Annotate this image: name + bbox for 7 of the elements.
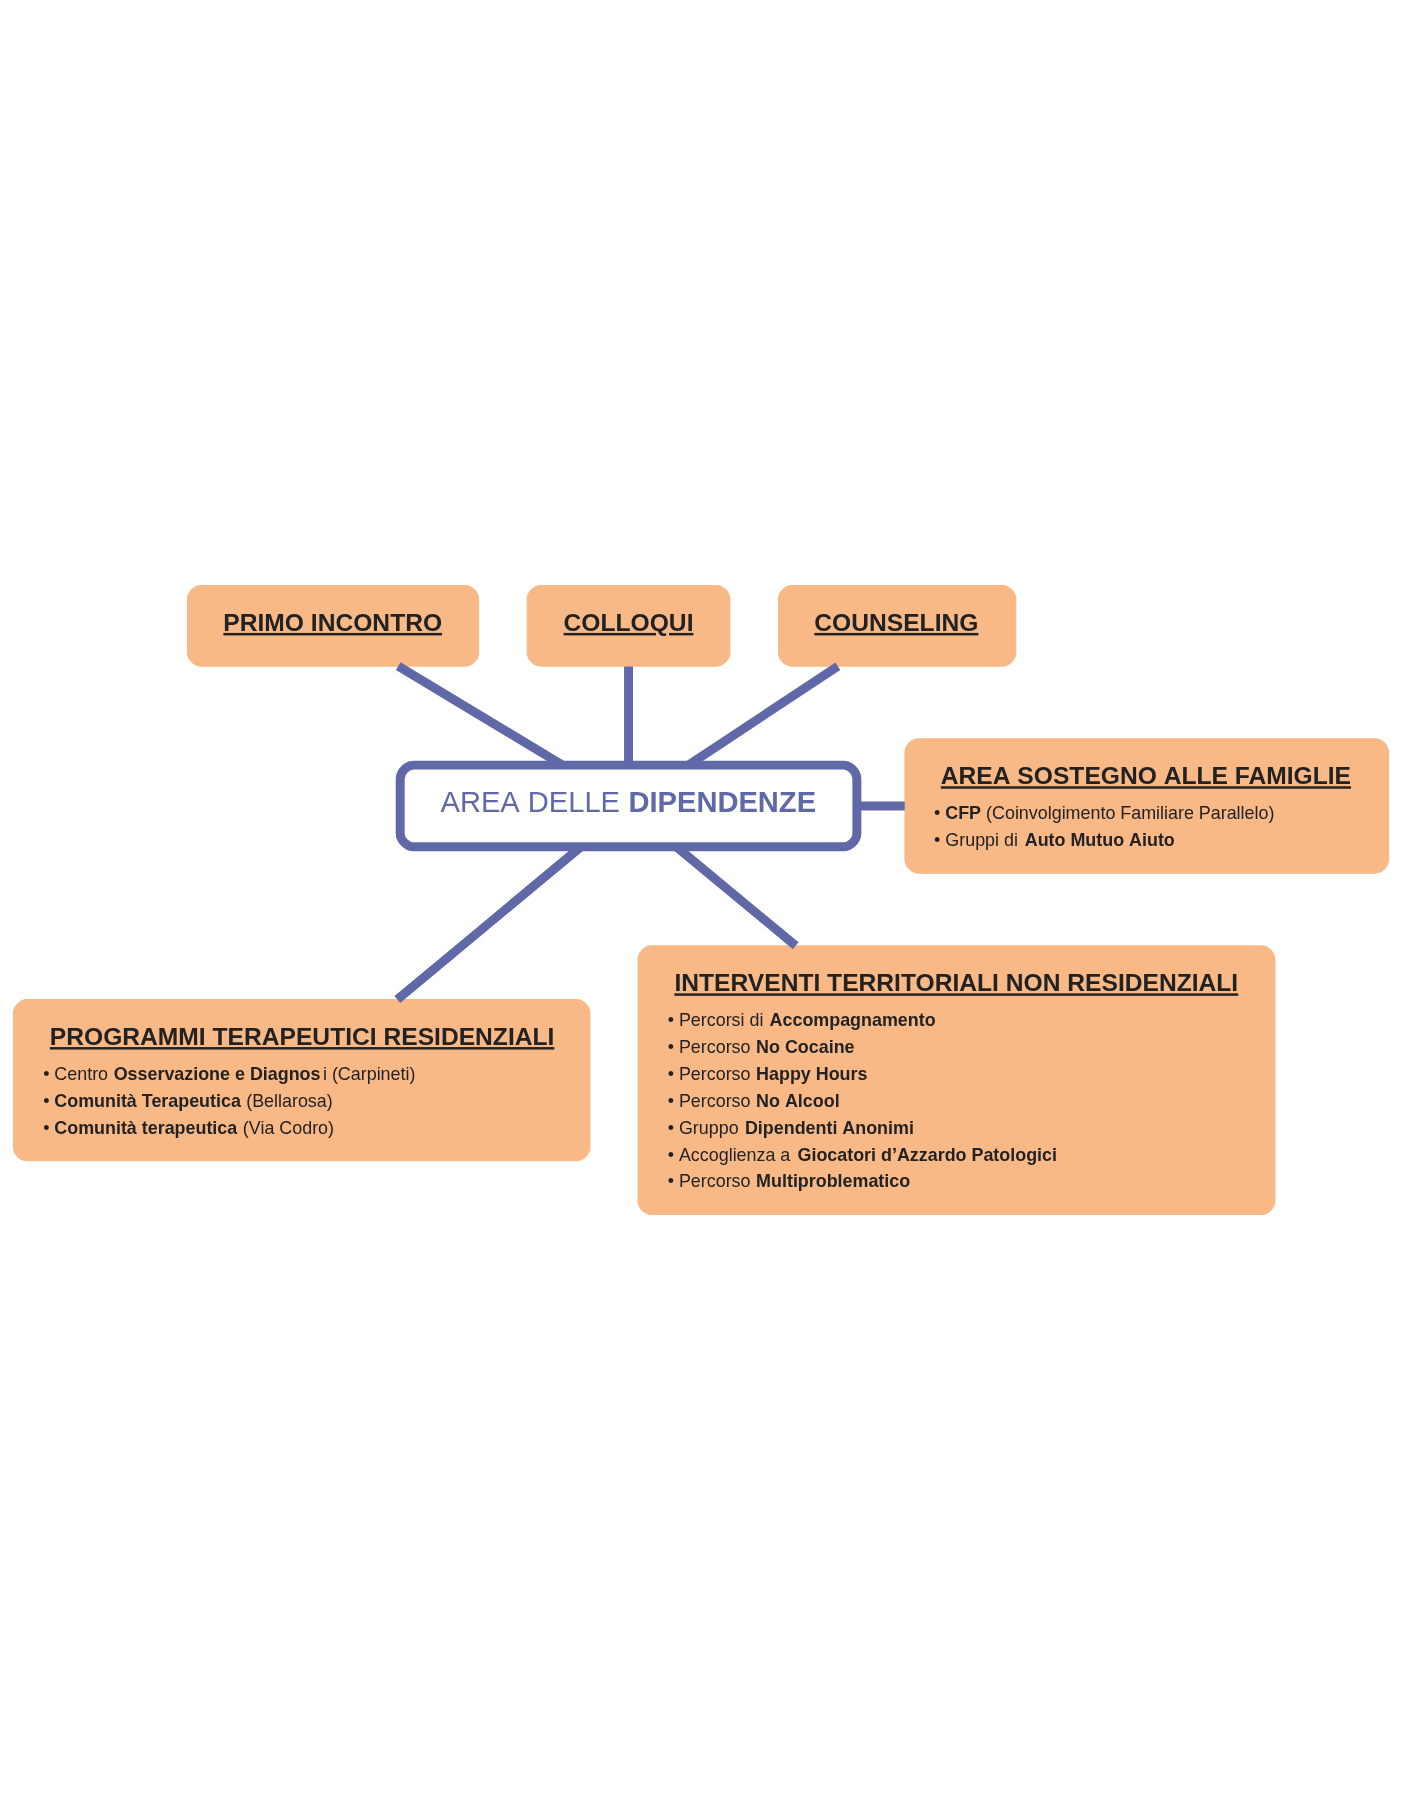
node-box: COLLOQUI <box>526 584 730 667</box>
node-box: AREA SOSTEGNO ALLE FAMIGLIE • CFP (Coinvolgimento Familiare Parallelo) • Gruppi di Auto Mutuo Aiuto <box>903 738 1389 874</box>
node-box: COUNSELING <box>777 584 1016 667</box>
node-box: AREA DELLE DIPENDENZE <box>395 760 861 852</box>
node-box: INTERVENTI TERRITORIALI NON RESIDENZIALI • Percorsi di Accompagnamento • Percorso No Cocaine • Percorso Happy Hours • Percorso No Alcool • Gruppo Dipendenti Anonimi • Accoglienza a Giocatori d’Azzardo Patologici • Percorso Multiproblematico <box>637 945 1275 1216</box>
node-box: PRIMO INCONTRO <box>186 584 479 667</box>
node-box: PROGRAMMI TERAPEUTICI RESIDENZIALI • Centro Osservazione e Diagnosi (Carpineti) • Comunità Terapeutica (Bellarosa) • Comunità terapeutica (Via Codro) <box>12 999 590 1162</box>
